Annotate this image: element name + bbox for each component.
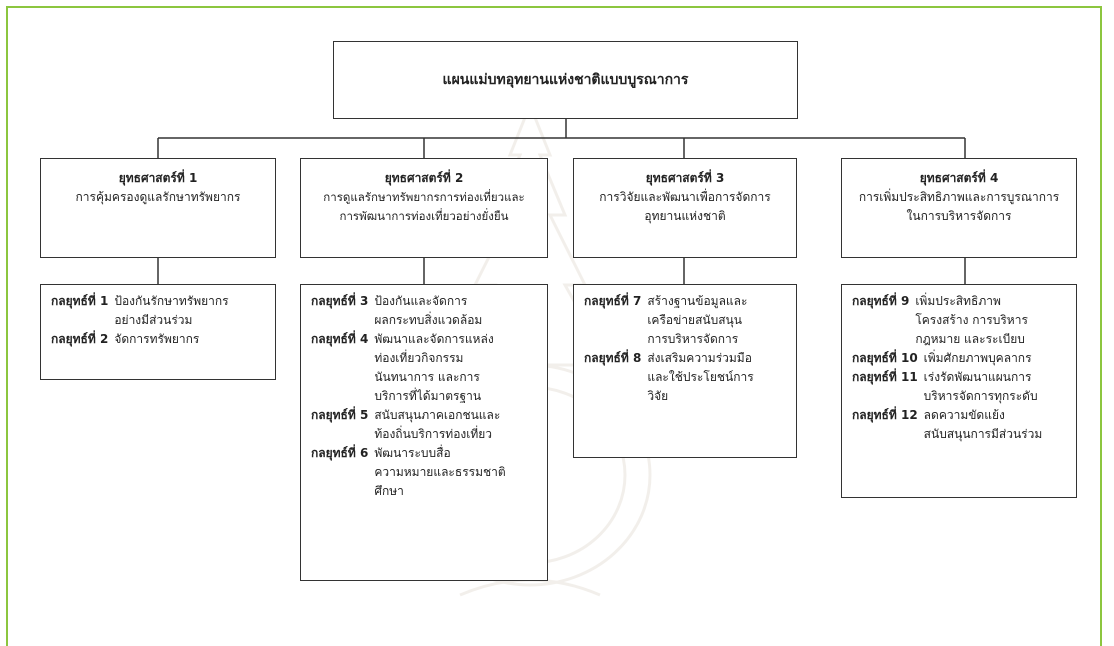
connector-lines (157, 119, 966, 284)
tactic-line: โครงสร้าง การบริหาร (915, 313, 1028, 327)
strategy-line: การพัฒนาการท่องเที่ยวอย่างยั่งยืน (339, 209, 509, 223)
tactic-line: พัฒนาและจัดการแหล่ง (374, 332, 494, 346)
tactic-item: กลยุทธ์ที่ 10 เพิ่มศักยภาพบุคลากร (852, 349, 1068, 368)
strategy-title: ยุทธศาสตร์ที่ 2 (384, 171, 464, 185)
strategy-line: การเพิ่มประสิทธิภาพและการบูรณาการ (858, 190, 1060, 204)
tactic-line: สร้างฐานข้อมูลและ (647, 294, 748, 308)
tactics-box-2: กลยุทธ์ที่ 3 ป้องกันและจัดการผลกระทบสิ่ง… (300, 284, 548, 581)
tactic-line: พัฒนาระบบสื่อ (374, 446, 451, 460)
tactic-line: อย่างมีส่วนร่วม (114, 313, 193, 327)
tactic-line: ผลกระทบสิ่งแวดล้อม (374, 313, 483, 327)
tactics-box-4: กลยุทธ์ที่ 9 เพิ่มประสิทธิภาพโครงสร้าง ก… (841, 284, 1077, 498)
tactic-label: กลยุทธ์ที่ 2 (51, 332, 109, 346)
tactic-label: กลยุทธ์ที่ 11 (852, 370, 918, 384)
tactic-label: กลยุทธ์ที่ 3 (311, 294, 369, 308)
tactic-label: กลยุทธ์ที่ 9 (852, 294, 910, 308)
tactic-line: สนับสนุนการมีส่วนร่วม (923, 427, 1043, 441)
tactic-line: ความหมายและธรรมชาติ (374, 465, 506, 479)
tactic-item: กลยุทธ์ที่ 7 สร้างฐานข้อมูลและเครือข่ายส… (584, 292, 788, 349)
tactic-line: วิจัย (647, 389, 669, 403)
tactic-label: กลยุทธ์ที่ 5 (311, 408, 369, 422)
strategy-title: ยุทธศาสตร์ที่ 3 (645, 171, 725, 185)
root-title: แผนแม่บทอุทยานแห่งชาติแบบบูรณาการ (442, 71, 689, 88)
tactic-line: การบริหารจัดการ (647, 332, 739, 346)
tactic-label: กลยุทธ์ที่ 6 (311, 446, 369, 460)
strategy-box-3: ยุทธศาสตร์ที่ 3 การวิจัยและพัฒนาเพื่อการ… (573, 158, 797, 258)
tactic-line: ส่งเสริมความร่วมมือ (647, 351, 752, 365)
strategy-line: ในการบริหารจัดการ (906, 209, 1012, 223)
strategy-line: การดูแลรักษาทรัพยากรการท่องเที่ยวและ (323, 190, 525, 204)
tactic-label: กลยุทธ์ที่ 10 (852, 351, 918, 365)
tactic-line: กฎหมาย และระเบียบ (915, 332, 1025, 346)
tactic-line: สนับสนุนภาคเอกชนและ (374, 408, 501, 422)
tactic-label: กลยุทธ์ที่ 1 (51, 294, 109, 308)
tactic-label: กลยุทธ์ที่ 12 (852, 408, 918, 422)
tactic-item: กลยุทธ์ที่ 2 จัดการทรัพยากร (51, 330, 267, 349)
tactic-item: กลยุทธ์ที่ 11 เร่งรัดพัฒนาแผนการบริหารจั… (852, 368, 1068, 406)
tactic-item: กลยุทธ์ที่ 9 เพิ่มประสิทธิภาพโครงสร้าง ก… (852, 292, 1068, 349)
tactic-line: เครือข่ายสนับสนุน (647, 313, 742, 327)
tactic-item: กลยุทธ์ที่ 1 ป้องกันรักษาทรัพยากรอย่างมี… (51, 292, 267, 330)
tactic-label: กลยุทธ์ที่ 4 (311, 332, 369, 346)
tactic-item: กลยุทธ์ที่ 3 ป้องกันและจัดการผลกระทบสิ่ง… (311, 292, 539, 330)
tactic-line: เพิ่มศักยภาพบุคลากร (923, 351, 1032, 365)
strategy-line: การคุ้มครองดูแลรักษาทรัพยากร (75, 190, 241, 204)
tactic-line: ท่องเที่ยวกิจกรรม (374, 351, 464, 365)
root-box: แผนแม่บทอุทยานแห่งชาติแบบบูรณาการ (333, 41, 798, 119)
tactic-line: เร่งรัดพัฒนาแผนการ (923, 370, 1032, 384)
tactic-label: กลยุทธ์ที่ 8 (584, 351, 642, 365)
strategy-box-1: ยุทธศาสตร์ที่ 1 การคุ้มครองดูแลรักษาทรัพ… (40, 158, 276, 258)
green-frame (6, 6, 1102, 646)
strategy-line: อุทยานแห่งชาติ (644, 209, 726, 223)
tactics-box-3: กลยุทธ์ที่ 7 สร้างฐานข้อมูลและเครือข่ายส… (573, 284, 797, 458)
strategy-line: การวิจัยและพัฒนาเพื่อการจัดการ (599, 190, 771, 204)
tactic-label: กลยุทธ์ที่ 7 (584, 294, 642, 308)
tactic-item: กลยุทธ์ที่ 12 ลดความขัดแย้งสนับสนุนการมี… (852, 406, 1068, 444)
tactic-line: เพิ่มประสิทธิภาพ (915, 294, 1001, 308)
tactics-box-1: กลยุทธ์ที่ 1 ป้องกันรักษาทรัพยากรอย่างมี… (40, 284, 276, 380)
tactic-line: บริหารจัดการทุกระดับ (923, 389, 1038, 403)
tactic-line: ศึกษา (374, 484, 404, 498)
strategy-box-2: ยุทธศาสตร์ที่ 2 การดูแลรักษาทรัพยากรการท… (300, 158, 548, 258)
strategy-title: ยุทธศาสตร์ที่ 4 (919, 171, 999, 185)
tactic-line: ลดความขัดแย้ง (923, 408, 1005, 422)
tactic-line: ป้องกันและจัดการ (374, 294, 468, 308)
strategy-box-4: ยุทธศาสตร์ที่ 4 การเพิ่มประสิทธิภาพและกา… (841, 158, 1077, 258)
tactic-line: จัดการทรัพยากร (114, 332, 200, 346)
tactic-line: บริการที่ได้มาตรฐาน (374, 389, 482, 403)
strategy-title: ยุทธศาสตร์ที่ 1 (118, 171, 198, 185)
tactic-item: กลยุทธ์ที่ 8 ส่งเสริมความร่วมมือและใช้ปร… (584, 349, 788, 406)
tactic-line: ป้องกันรักษาทรัพยากร (114, 294, 229, 308)
tactic-item: กลยุทธ์ที่ 6 พัฒนาระบบสื่อความหมายและธรร… (311, 444, 539, 501)
tactic-item: กลยุทธ์ที่ 5 สนับสนุนภาคเอกชนและท้องถิ่น… (311, 406, 539, 444)
tactic-item: กลยุทธ์ที่ 4 พัฒนาและจัดการแหล่งท่องเที่… (311, 330, 539, 406)
tactic-line: นันทนาการ และการ (374, 370, 480, 384)
tactic-line: ท้องถิ่นบริการท่องเที่ยว (374, 427, 493, 441)
tactic-line: และใช้ประโยชน์การ (647, 370, 754, 384)
